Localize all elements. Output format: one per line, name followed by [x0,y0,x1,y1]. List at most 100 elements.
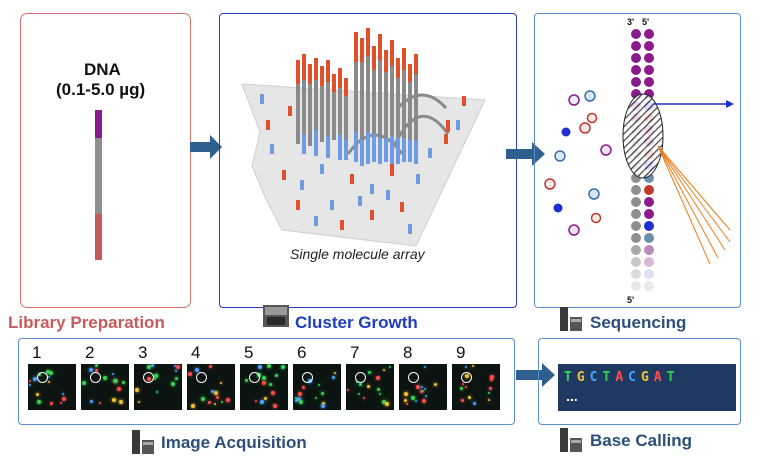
cluster-spot [112,398,116,402]
image-frame [346,364,394,410]
frame-number: 8 [403,343,413,362]
arrow-cluster-to-sequencing [506,142,545,166]
dna-amount: (0.1-5.0 µg) [56,80,146,99]
cluster-spot [174,365,176,367]
cluster-spot [389,366,391,368]
cluster-spot [216,396,219,399]
cluster-spot [462,383,464,385]
base-call-letter: C [589,370,603,385]
cluster-spot [29,380,31,382]
base-calling-label: Base Calling [590,431,693,450]
cluster-spot [176,365,180,369]
cluster-spot [460,387,463,390]
cluster-spot [273,404,277,408]
cluster-spot [358,393,360,395]
library-preparation-label: Library Preparation [8,313,165,332]
cluster-spot [424,388,426,390]
arrow-image-to-basecalling [516,363,555,387]
cluster-spot [271,391,275,395]
cluster-spot [315,397,317,399]
cluster-spot [29,384,31,386]
cluster-spot [318,384,320,386]
cluster-spot [156,391,158,393]
cluster-spot [264,397,267,400]
tracked-cluster-ring [37,372,48,383]
tracked-cluster-ring [302,372,313,383]
cluster-spot [269,383,272,386]
cluster-right [354,28,450,176]
cluster-spot [260,400,264,404]
cluster-spot [421,386,423,388]
cluster-spot [334,372,336,374]
cluster-spot [368,371,371,374]
cluster-spot [425,395,427,397]
frame-number: 3 [138,343,148,362]
strand-label-5prime-bottom: 5' [627,295,635,305]
cluster-spot [37,400,41,404]
cluster-spot [385,402,389,406]
image-frame [452,364,500,410]
cluster-spot [62,397,66,401]
emission-rays [657,145,731,265]
cluster-spot [322,402,325,405]
cluster-spot [420,390,423,393]
sequencing-by-synthesis-illustration [544,29,734,291]
tracked-cluster-ring [355,372,366,383]
cluster-spot [490,378,493,381]
cluster-spot [62,393,64,395]
cluster-spot [33,377,37,381]
cluster-spot [422,390,424,392]
cluster-spot [383,369,385,371]
cluster-growth-label: Cluster Growth [295,313,418,332]
image-frame [28,364,76,410]
arrow-library-to-cluster [190,135,222,159]
base-call-letter: G [576,370,590,385]
cluster-spot [154,378,156,380]
cluster-spot [208,401,211,404]
cluster-spot [422,399,426,403]
image-frame [187,364,235,410]
cluster-spot [147,365,151,369]
cluster-spot [332,376,335,379]
polymerase [622,93,664,179]
cluster-spot [171,382,175,386]
cluster-spot [258,365,262,369]
cluster-spot [299,400,303,404]
sequencing-label: Sequencing [590,313,687,332]
cluster-spot [376,376,380,380]
cluster-spot [377,388,380,391]
cluster-spot [49,371,53,375]
cluster-spot [382,400,386,404]
cluster-spot [220,382,222,384]
basecalling-instrument-icon [560,428,582,452]
cluster-spot [48,381,50,383]
cluster-spot [175,377,178,380]
cluster-spot [138,401,140,403]
cluster-spot [411,396,415,400]
cluster-spot [48,376,50,378]
cluster-spot [359,383,362,386]
image-frame [81,364,129,410]
base-calling-panel [538,338,741,425]
base-sequence: TGCTACGAT [564,370,679,385]
cluster-spot [175,370,177,372]
cluster-spot [191,404,195,408]
cluster-spot [404,399,407,402]
cluster-spot [119,400,123,404]
cluster-spot [82,381,86,385]
image-frame [293,364,341,410]
frame-number: 5 [244,343,254,362]
cluster-spot [473,402,476,405]
cluster-spot [60,402,62,404]
image-acquisition-panel [18,338,515,425]
base-call-letter: A [653,370,667,385]
cluster-spot [416,385,420,389]
cluster-spot [461,399,464,402]
base-call-letter: C [628,370,641,385]
base-calls-display: TGCTACGAT ... [558,364,736,411]
cluster-spot [490,375,494,379]
image-acquisition-label: Image Acquisition [161,433,307,452]
cluster-spot [295,399,298,402]
image-frame [134,364,182,410]
frame-number: 1 [32,343,42,362]
